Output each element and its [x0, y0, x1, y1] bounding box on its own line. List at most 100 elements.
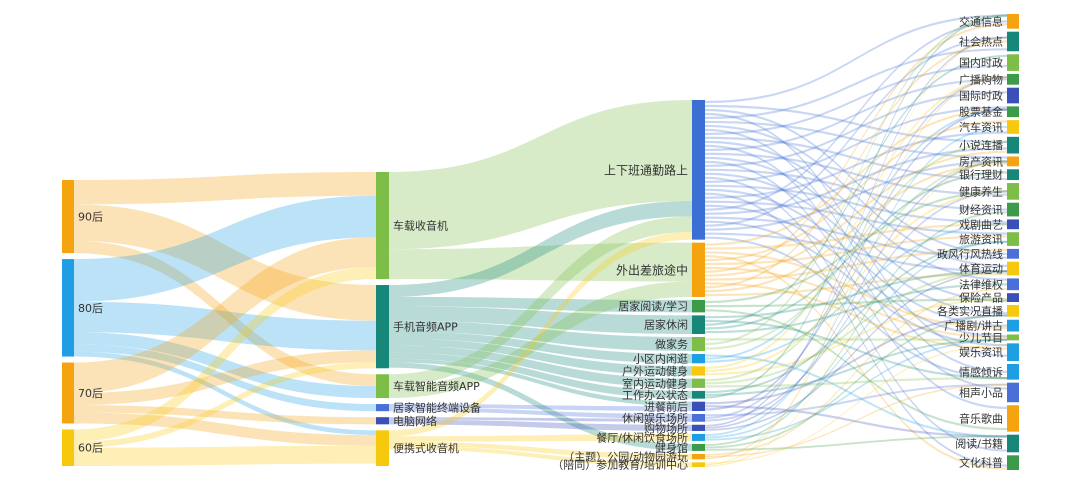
node-c3-4[interactable]	[1007, 87, 1019, 104]
node-c3-17[interactable]	[1007, 293, 1019, 302]
node-c2-15[interactable]	[692, 462, 705, 467]
node-label-c0-0: 90后	[78, 211, 103, 224]
node-c2-4[interactable]	[692, 337, 705, 351]
node-c0-2[interactable]	[62, 362, 74, 424]
node-c3-18[interactable]	[1007, 304, 1019, 317]
node-c3-11[interactable]	[1007, 202, 1019, 217]
link-4	[74, 301, 376, 351]
node-c1-4[interactable]	[376, 417, 389, 425]
spread-link-4-0	[705, 338, 1007, 341]
node-c2-11[interactable]	[692, 424, 705, 431]
node-label-c3-2: 国内时政	[959, 56, 1003, 70]
node-c3-24[interactable]	[1007, 405, 1019, 432]
spread-link-0-19	[705, 176, 1007, 452]
node-c1-5[interactable]	[376, 430, 389, 466]
node-c3-1[interactable]	[1007, 31, 1019, 52]
node-c2-0[interactable]	[692, 100, 705, 240]
spread-link-3-4	[705, 283, 1007, 334]
link-10	[74, 405, 376, 425]
node-label-c3-6: 汽车资讯	[959, 120, 1003, 134]
node-c2-1[interactable]	[692, 242, 705, 297]
link-27	[389, 216, 692, 387]
node-c2-12[interactable]	[692, 433, 705, 441]
node-c2-6[interactable]	[692, 366, 705, 376]
spread-link-0-28	[705, 147, 1007, 215]
node-c2-3[interactable]	[692, 315, 705, 335]
spread-link-0-14	[705, 156, 1007, 303]
node-c3-3[interactable]	[1007, 73, 1019, 85]
node-label-c3-8: 房产资讯	[959, 154, 1003, 168]
link-8	[74, 237, 376, 393]
link-32	[389, 419, 692, 431]
node-c1-0[interactable]	[376, 172, 389, 280]
node-c3-13[interactable]	[1007, 232, 1019, 246]
spread-link-5-0	[705, 354, 1007, 438]
spread-link-12-2	[705, 338, 1007, 441]
spread-link-1-6	[705, 266, 1007, 339]
node-c3-14[interactable]	[1007, 248, 1019, 259]
node-c3-16[interactable]	[1007, 278, 1019, 291]
spread-link-0-13	[705, 152, 1007, 196]
spread-link-2-0	[705, 190, 1007, 304]
node-c2-2[interactable]	[692, 299, 705, 313]
links-layer	[74, 100, 692, 467]
node-c2-7[interactable]	[692, 378, 705, 388]
node-c3-5[interactable]	[1007, 106, 1019, 118]
spread-link-8-1	[705, 338, 1007, 396]
node-c2-10[interactable]	[692, 413, 705, 422]
spread-link-0-34	[705, 236, 1007, 380]
node-c3-7[interactable]	[1007, 136, 1019, 154]
node-c3-15[interactable]	[1007, 261, 1019, 276]
node-label-c3-26: 文化科普	[959, 456, 1003, 470]
node-c2-9[interactable]	[692, 401, 705, 411]
node-c2-8[interactable]	[692, 390, 705, 399]
node-c3-6[interactable]	[1007, 120, 1019, 134]
node-c3-19[interactable]	[1007, 319, 1019, 332]
spread-link-1-13	[705, 272, 1007, 297]
node-c2-14[interactable]	[692, 453, 705, 460]
node-label-c3-11: 财经资讯	[959, 203, 1003, 217]
node-c3-2[interactable]	[1007, 54, 1019, 71]
node-c3-20[interactable]	[1007, 334, 1019, 341]
spread-link-13-2	[705, 435, 1007, 451]
node-c3-21[interactable]	[1007, 343, 1019, 361]
node-c3-12[interactable]	[1007, 219, 1019, 230]
node-label-c3-13: 旅游资讯	[959, 232, 1003, 246]
spread-link-10-1	[705, 76, 1007, 419]
node-label-c2-11: 购物场所	[644, 421, 688, 435]
node-c3-8[interactable]	[1007, 156, 1019, 167]
spread-link-3-3	[705, 171, 1007, 330]
node-c3-22[interactable]	[1007, 363, 1019, 380]
node-c2-5[interactable]	[692, 353, 705, 364]
link-1	[74, 204, 376, 321]
spread-link-8-2	[705, 14, 1007, 399]
link-28	[389, 281, 692, 399]
spread-link-11-2	[705, 270, 1007, 431]
spread-link-1-9	[705, 248, 1007, 281]
node-c1-3[interactable]	[376, 404, 389, 412]
node-c1-2[interactable]	[376, 374, 389, 399]
spread-link-12-1	[705, 240, 1007, 439]
node-label-c1-5: 便携式收音机	[393, 441, 459, 455]
node-label-c2-5: 小区内闲逛	[633, 352, 688, 366]
node-label-c1-1: 手机音频APP	[393, 320, 458, 334]
spread-link-15-1	[705, 36, 1007, 466]
node-c3-26[interactable]	[1007, 455, 1019, 470]
node-c3-10[interactable]	[1007, 183, 1019, 200]
node-c3-9[interactable]	[1007, 169, 1019, 181]
spread-link-6-2	[705, 298, 1007, 376]
node-label-c3-18: 各类实况直播	[937, 304, 1003, 318]
node-c2-13[interactable]	[692, 443, 705, 451]
node-c0-1[interactable]	[62, 259, 74, 357]
node-c0-3[interactable]	[62, 429, 74, 466]
node-label-c2-10: 休闲娱乐场所	[622, 411, 688, 425]
link-13	[74, 362, 376, 448]
spread-link-10-0	[705, 383, 1007, 417]
node-c3-23[interactable]	[1007, 382, 1019, 403]
node-c1-1[interactable]	[376, 285, 389, 369]
node-c3-25[interactable]	[1007, 434, 1019, 453]
link-35	[389, 441, 692, 460]
node-c3-0[interactable]	[1007, 14, 1019, 29]
spread-link-9-0	[705, 314, 1007, 405]
node-c0-0[interactable]	[62, 180, 74, 254]
